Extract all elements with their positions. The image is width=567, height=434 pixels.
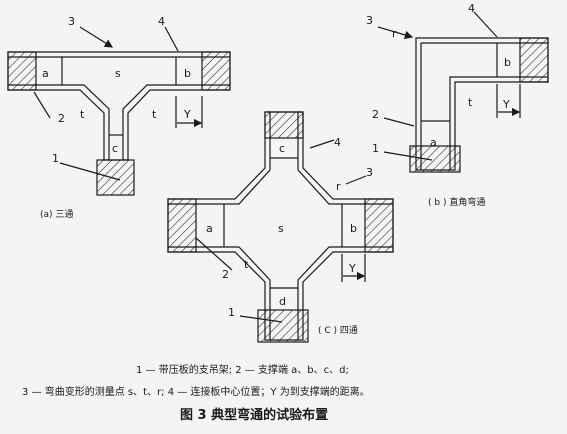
cross-outline-inner: [168, 112, 393, 340]
elbow-label-r: r: [392, 27, 397, 40]
cross-support-bottom: [257, 309, 309, 343]
tee-label-4: 4: [158, 15, 165, 28]
elbow-leader-1: [383, 151, 433, 161]
cross-label-y: Y: [348, 262, 356, 275]
elbow-caption: ( b ) 直角弯通: [428, 196, 485, 208]
tee-label-a: a: [42, 67, 49, 80]
tee-support-right: [201, 51, 231, 91]
tee-label-t-right: t: [152, 108, 157, 121]
cross-caption: ( C ) 四通: [318, 325, 358, 336]
cross-drawing: [167, 111, 394, 343]
cross-leader-4: [309, 139, 335, 149]
cross-support-top: [264, 111, 304, 139]
elbow-label-2: 2: [372, 108, 379, 121]
tee-support-left: [7, 51, 37, 91]
elbow-label-3: 3: [366, 14, 373, 27]
tee-label-3: 3: [68, 15, 75, 28]
elbow-label-b: b: [504, 56, 511, 69]
tee-leader-2: [33, 91, 51, 119]
cross-label-c: c: [279, 142, 285, 155]
tee-leader-1: [59, 162, 121, 181]
elbow-support-right: [519, 37, 549, 83]
tee-leader-4: [164, 26, 179, 52]
tee-label-c: c: [112, 142, 118, 155]
figure-title: 图 3 典型弯通的试验布置: [180, 407, 328, 423]
elbow-leader-2: [383, 117, 415, 127]
cross-leader-1: [239, 315, 283, 323]
elbow-support-bottom: [409, 145, 461, 173]
tee-label-t-left: t: [80, 108, 85, 121]
cross-label-r: r: [336, 180, 341, 193]
cross-label-4: 4: [334, 136, 341, 149]
elbow-leader-3: [377, 26, 414, 39]
cross-label-2: 2: [222, 268, 229, 281]
cross-leader-2: [195, 237, 233, 271]
elbow-label-y: Y: [502, 98, 510, 111]
cross-leader-3: [345, 175, 367, 185]
tee-leader-3: [79, 26, 114, 48]
cross-support-left: [167, 198, 197, 253]
elbow-label-4: 4: [468, 2, 475, 15]
tee-label-s: s: [115, 67, 121, 80]
elbow-leader-4: [473, 11, 498, 38]
tee-caption: (a) 三通: [40, 209, 73, 220]
tee-label-b: b: [184, 67, 191, 80]
cross-label-a: a: [206, 222, 213, 235]
cross-label-t: t: [244, 258, 249, 271]
cross-label-1: 1: [228, 306, 235, 319]
tee-label-y: Y: [183, 108, 191, 121]
cross-label-s: s: [278, 222, 284, 235]
cross-label-d: d: [279, 295, 286, 308]
tee-label-1: 1: [52, 152, 59, 165]
elbow-label-a: a: [430, 136, 437, 149]
elbow-label-t: t: [468, 96, 473, 109]
elbow-drawing: [377, 11, 549, 173]
cross-support-right: [364, 198, 394, 253]
tee-drawing: [7, 26, 231, 196]
legend-line-1: 1 — 带压板的支吊架; 2 — 支撑端 a、b、c、d;: [136, 363, 349, 376]
tee-support-bottom: [96, 159, 135, 196]
cross-label-b: b: [350, 222, 357, 235]
elbow-label-1: 1: [372, 142, 379, 155]
legend-line-2: 3 — 弯曲变形的测量点 s、t、r; 4 — 连接板中心位置；Y 为到支撑端的…: [22, 385, 370, 398]
cross-label-3: 3: [366, 166, 373, 179]
tee-label-2: 2: [58, 112, 65, 125]
